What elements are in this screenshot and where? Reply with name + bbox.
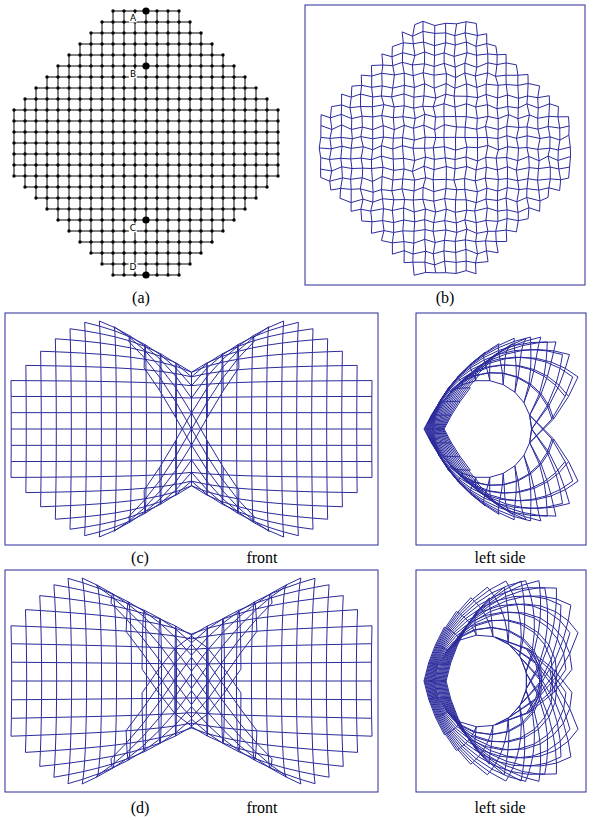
figure: ABCD(a)(b)(c)frontleft side(d)frontleft … (0, 0, 594, 820)
